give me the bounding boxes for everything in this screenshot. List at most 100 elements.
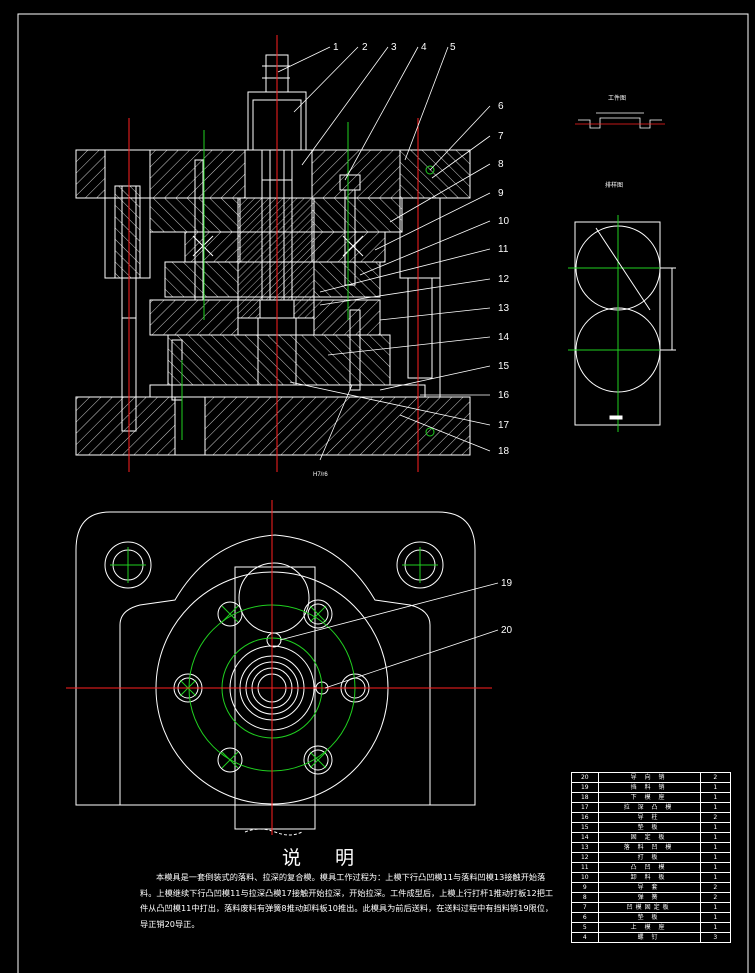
workpiece-view: 工件图 bbox=[575, 94, 665, 129]
layout-caption: 排样图 bbox=[605, 181, 623, 189]
plan-view bbox=[75, 511, 476, 836]
bom-no-cell: 13 bbox=[571, 842, 599, 853]
bom-qty-cell: 1 bbox=[699, 872, 732, 883]
part-label: 3 bbox=[391, 42, 397, 53]
lower-die-outline bbox=[75, 511, 476, 806]
plan-centerlines bbox=[66, 500, 492, 835]
bom-qty-cell: 1 bbox=[699, 782, 732, 793]
part-label: 8 bbox=[498, 159, 504, 170]
bom-qty-cell: 3 bbox=[699, 932, 732, 943]
leader-lines bbox=[277, 46, 491, 461]
bom-no-cell: 16 bbox=[571, 812, 599, 823]
bom-qty-cell: 1 bbox=[699, 852, 732, 863]
bom-no-cell: 18 bbox=[571, 792, 599, 803]
bom-name-cell: 下 模 座 bbox=[597, 792, 701, 803]
part-label: 1 bbox=[333, 42, 339, 53]
bom-name-cell: 凸 凹 模 bbox=[597, 862, 701, 873]
strip-layout-view: 排样图 bbox=[568, 181, 676, 432]
part-label: 12 bbox=[498, 274, 510, 285]
bom-name-cell: 垫 板 bbox=[597, 822, 701, 833]
fixed-plate bbox=[167, 334, 391, 386]
bom-name-cell: 导 柱 bbox=[597, 812, 701, 823]
bom-no-cell: 14 bbox=[571, 832, 599, 843]
plan-leaders: 19 20 bbox=[279, 578, 513, 689]
bom-qty-cell: 1 bbox=[699, 902, 732, 913]
plan-label: 19 bbox=[501, 578, 513, 589]
bom-name-cell: 固 定 板 bbox=[597, 832, 701, 843]
part-label: 9 bbox=[498, 188, 504, 199]
bom-qty-cell: 1 bbox=[699, 822, 732, 833]
bom-qty-cell: 1 bbox=[699, 862, 732, 873]
bom-no-cell: 5 bbox=[571, 922, 599, 933]
part-label: 14 bbox=[498, 332, 510, 343]
bom-qty-cell: 1 bbox=[699, 832, 732, 843]
part-label: 4 bbox=[421, 42, 427, 53]
part-label-group: 1 2 3 4 5 6 7 8 9 10 11 12 13 14 15 16 1… bbox=[313, 42, 510, 478]
section-view bbox=[75, 54, 471, 456]
bom-name-cell: 落 料 凹 模 bbox=[597, 842, 701, 853]
bom-no-cell: 19 bbox=[571, 782, 599, 793]
bom-name-cell: 导 向 销 bbox=[597, 772, 701, 783]
bom-qty-cell: 2 bbox=[699, 772, 732, 783]
bom-no-cell: 6 bbox=[571, 912, 599, 923]
drawing-frame bbox=[17, 13, 749, 973]
bom-qty-cell: 2 bbox=[699, 892, 732, 903]
bom-qty-cell: 1 bbox=[699, 802, 732, 813]
part-label: 15 bbox=[498, 361, 510, 372]
bom-no-cell: 7 bbox=[571, 902, 599, 913]
bom-no-cell: 8 bbox=[571, 892, 599, 903]
bom-qty-cell: 2 bbox=[699, 812, 732, 823]
bom-qty-cell: 1 bbox=[699, 922, 732, 933]
section-centerlines bbox=[128, 35, 419, 472]
notes-title: 说 明 bbox=[282, 847, 369, 869]
bom-name-cell: 弹 簧 bbox=[597, 892, 701, 903]
bom-no-cell: 10 bbox=[571, 872, 599, 883]
bom-no-cell: 11 bbox=[571, 862, 599, 873]
part-label: 16 bbox=[498, 390, 510, 401]
bom-name-cell: 垫 板 bbox=[597, 912, 701, 923]
plan-label: 20 bbox=[501, 625, 513, 636]
bom-name-cell: 导 套 bbox=[597, 882, 701, 893]
bom-qty-cell: 1 bbox=[699, 842, 732, 853]
bom-name-cell: 螺 钉 bbox=[597, 932, 701, 943]
bom-name-cell: 挡 料 销 bbox=[597, 782, 701, 793]
upper-die-seat bbox=[75, 149, 106, 199]
part-label: 2 bbox=[362, 42, 368, 53]
bom-qty-cell: 1 bbox=[699, 792, 732, 803]
part-label: 13 bbox=[498, 303, 510, 314]
part-label: 18 bbox=[498, 446, 510, 457]
bom-name-cell: 打 板 bbox=[597, 852, 701, 863]
bom-name-cell: 卸 料 板 bbox=[597, 872, 701, 883]
bom-qty-cell: 1 bbox=[699, 912, 732, 923]
section-green-lines bbox=[181, 122, 435, 440]
part-label: 11 bbox=[498, 244, 509, 255]
blank-die bbox=[149, 299, 239, 336]
bom-no-cell: 15 bbox=[571, 822, 599, 833]
bom-name-cell: 上 模 座 bbox=[597, 922, 701, 933]
bom-no-cell: 12 bbox=[571, 852, 599, 863]
notes-text: 本模具是一套倒装式的落料、拉深的复合模。模具工作过程为：上模下行凸凹模11与落料… bbox=[140, 872, 554, 929]
bom-no-cell: 17 bbox=[571, 802, 599, 813]
bom-no-cell: 9 bbox=[571, 882, 599, 893]
bom-name-cell: 凹模固定板 bbox=[597, 902, 701, 913]
fit-note: H7/r6 bbox=[313, 472, 328, 478]
bom-qty-cell: 2 bbox=[699, 882, 732, 893]
